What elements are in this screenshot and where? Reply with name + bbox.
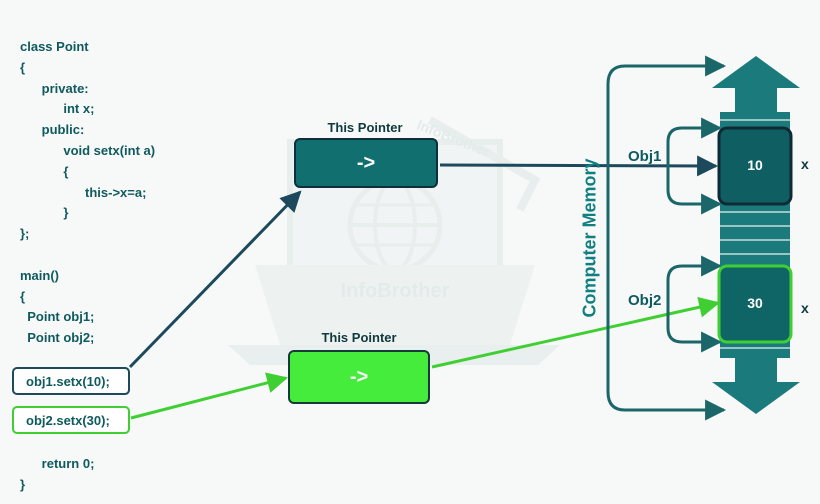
- code-line: main(): [20, 267, 59, 283]
- code-line: {: [20, 163, 69, 179]
- code-listing-return: return 0; }: [20, 454, 94, 496]
- obj1-label: Obj1: [628, 148, 662, 165]
- code-line: class Point: [20, 39, 89, 54]
- memory-up-arrow: [712, 56, 800, 112]
- code-line: }: [20, 205, 69, 221]
- code-line: void setx(int a): [20, 142, 156, 158]
- obj2-value: 30: [747, 295, 763, 311]
- pointer1-to-obj1-arrow: [439, 155, 719, 177]
- memory-column: [712, 56, 800, 414]
- code-line: };: [20, 226, 30, 242]
- call1-to-pointer1-arrow: [128, 190, 302, 369]
- obj1-value: 10: [747, 157, 763, 173]
- obj2-bracket: [666, 264, 718, 344]
- pointer2-to-obj2-arrow: [431, 296, 721, 369]
- memory-down-arrow: [712, 358, 800, 414]
- obj2-member-label: x: [801, 300, 809, 316]
- pointer1-symbol: ->: [356, 151, 376, 174]
- obj1-setx-call: obj1.setx(10);: [12, 367, 130, 395]
- obj2-cell: [717, 264, 793, 344]
- code-line: {: [20, 59, 26, 75]
- watermark-text: InfoBrother: [340, 280, 450, 302]
- pointer2-box: ->: [288, 350, 430, 404]
- pointer1-box: ->: [294, 138, 438, 188]
- memory-label-text: Computer Memory: [579, 158, 600, 318]
- obj1-bracket: [666, 126, 718, 206]
- pointer2-label: This Pointer: [321, 330, 397, 345]
- obj1-cell: [717, 126, 793, 206]
- code-line: private:: [20, 80, 89, 96]
- code-line: [20, 245, 155, 266]
- pointer1-label: This Pointer: [327, 120, 403, 135]
- code-listing: class Point { private: int x; public: vo…: [20, 37, 155, 349]
- code-line: {: [20, 288, 26, 304]
- code-line: Point obj2;: [20, 330, 95, 346]
- call2-to-pointer2-arrow: [130, 372, 289, 420]
- code-line: int x;: [20, 101, 95, 117]
- memory-bracket: [606, 64, 722, 412]
- code-line: this->x=a;: [20, 184, 147, 200]
- pointer2-symbol: ->: [349, 365, 369, 388]
- code-line: return 0;: [20, 456, 95, 471]
- code-line: Point obj1;: [20, 309, 95, 325]
- obj2-setx-call: obj2.setx(30);: [12, 406, 130, 434]
- code-line: public:: [20, 122, 85, 138]
- obj1-member-label: x: [801, 156, 809, 172]
- obj2-label: Obj2: [628, 292, 662, 309]
- code-line: }: [20, 476, 26, 492]
